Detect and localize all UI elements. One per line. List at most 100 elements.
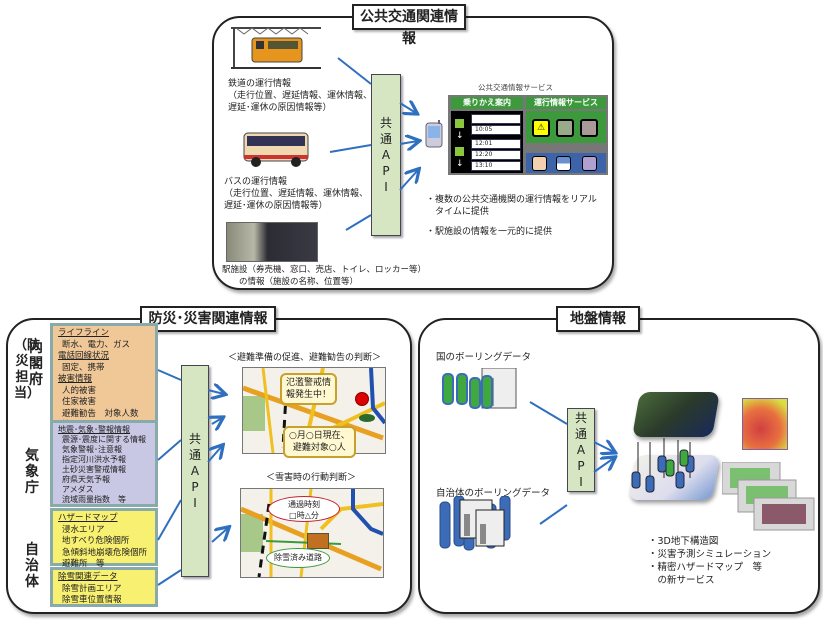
box-item: 急傾斜地崩壊危険個所 — [62, 547, 148, 558]
photo-icon — [580, 119, 598, 137]
box-heading: ライフライン — [58, 328, 110, 338]
service-title: 公共交通情報サービス — [478, 83, 553, 92]
api-char: P — [382, 164, 390, 178]
down-arrow-icon: ↓ — [456, 159, 464, 169]
disaster-api-bar: 共 通 A P I — [181, 365, 209, 577]
local-boring-label: 自治体のボーリングデータ — [436, 488, 551, 499]
disaster-title: 防災･災害関連情報 — [140, 306, 276, 332]
evacuee-icon — [359, 414, 375, 422]
down-arrow-icon: ↓ — [456, 131, 464, 141]
station-marker — [455, 119, 464, 128]
box-item: 指定河川洪水予報 — [62, 455, 126, 464]
box-heading: 電話回線状況 — [58, 351, 110, 361]
time-row: 13:10 — [471, 161, 521, 171]
box-item: 府県天気予報 — [62, 475, 110, 484]
snow-removal-box: 除雪関連データ 除雪計画エリア 除雪車位置情報 — [50, 567, 158, 607]
satellite-layer — [632, 392, 720, 437]
transport-bullet-1: ・複数の公共交通機関の運行情報をリアル タイムに提供 — [426, 195, 597, 217]
station-caption: 駅施設（券売機、窓口、売店、トイレ、ロッカー等） の情報（施設の名称、位置等） — [222, 265, 427, 287]
hazard-map-thumbnail — [742, 398, 788, 450]
rail-caption: 鉄道の運行情報 （走行位置、遅延情報、運休情報、 遅延･運休の原因情報等） — [228, 79, 373, 113]
evacuation-count-bubble: ○月○日現在、 避難対象○人 — [283, 426, 356, 458]
ground-api-bar: 共 通 A P I — [567, 408, 595, 492]
api-char: P — [191, 480, 199, 494]
station-marker — [455, 147, 464, 156]
simulation-thumbnails — [721, 461, 816, 532]
transfer-guide-header: 乗りかえ案内 — [451, 97, 523, 109]
warning-icon: ⚠ — [532, 119, 550, 137]
box-heading: 除雪関連データ — [58, 572, 118, 582]
api-char: I — [579, 475, 583, 489]
box-item: 地すべり危険個所 — [62, 536, 130, 546]
operation-info-header: 運行情報サービス — [526, 97, 606, 109]
api-char: 共 — [574, 411, 587, 425]
box-heading: ハザードマップ — [58, 513, 118, 523]
alert-marker — [355, 392, 369, 406]
map1-caption: ＜避難準備の促進、避難勧告の判断＞ — [228, 353, 382, 363]
jma-data-box: 地震･気象･警報情報 震源･震度に関する情報 気象警報･注意報 指定河川洪水予報… — [50, 420, 158, 507]
bus-image — [242, 130, 312, 170]
api-char: 通 — [188, 448, 201, 462]
api-char: A — [576, 443, 586, 457]
facility-icon — [556, 156, 571, 171]
box-heading: 被害情報 — [58, 374, 93, 384]
train-image — [226, 24, 326, 74]
ground-title: 地盤情報 — [556, 306, 640, 332]
layer-connectors — [628, 438, 718, 500]
api-char: 通 — [574, 427, 587, 441]
facility-icons — [526, 153, 606, 173]
ground-service-2: ・災害予測シミュレーション — [648, 549, 772, 560]
national-boring-data — [440, 367, 520, 413]
api-char: A — [381, 148, 391, 162]
api-char: 共 — [188, 432, 201, 446]
station-photo — [226, 222, 318, 262]
cabinet-data-box: ライフライン 断水、電力、ガス 電話回線状況 固定、携帯 被害情報 人的被害 住… — [50, 323, 158, 430]
box-item: 避難所 等 — [62, 559, 105, 569]
ground-service-4: の新サービス — [648, 575, 715, 586]
api-char: I — [384, 180, 388, 194]
box-item: 固定、携帯 — [62, 362, 105, 373]
cleared-road-bubble: 除雪済み道路 — [266, 548, 330, 568]
ground-service-3: ・精密ハザードマップ 等 — [648, 562, 763, 573]
time-row: 12:01 — [471, 139, 521, 149]
public-transport-title: 公共交通関連情報 — [352, 4, 466, 47]
time-row: 12:20 — [471, 150, 521, 160]
photo-icon — [556, 119, 574, 137]
api-char: I — [193, 496, 197, 510]
box-item: 流域雨量指数 等 — [62, 495, 126, 504]
box-item: 断水、電力、ガス — [62, 339, 131, 350]
facility-icon — [532, 156, 547, 171]
local-boring-data — [438, 495, 518, 552]
box-item: アメダス — [62, 485, 94, 494]
box-item: 除雪車位置情報 — [62, 595, 122, 605]
snowplow-icon — [307, 533, 329, 549]
agency-label-jma: 気象庁 — [25, 448, 39, 496]
box-item: 浸水エリア — [62, 524, 105, 535]
agency-label-cabinet: 内閣府 — [29, 340, 43, 388]
ground-service-1: ・3D地下構造図 — [648, 536, 719, 547]
box-item: 人的被害 — [62, 385, 97, 396]
transport-api-bar: 共 通 A P I — [371, 74, 401, 236]
transport-bullet-2: ・駅施設の情報を一元的に提供 — [426, 227, 553, 237]
bus-caption: バスの運行情報 （走行位置、遅延情報、運休情報、 遅延･運休の原因情報等） — [224, 177, 369, 211]
service-screen: 乗りかえ案内 運行情報サービス ↓ ↓ 10:05 12:01 12:20 13… — [448, 95, 608, 175]
transfer-list: ↓ ↓ 10:05 12:01 12:20 13:10 — [451, 111, 523, 173]
time-row — [471, 114, 521, 124]
agency-label-local: 自治体 — [25, 542, 39, 590]
agency-sublabel-cabinet: （防災担当） — [14, 338, 41, 401]
box-item: 除雪計画エリア — [62, 583, 122, 594]
flood-warning-bubble: 氾濫警戒情 報発生中！ — [280, 373, 338, 405]
passing-time-bubble: 通過時刻 □時△分 — [268, 496, 340, 522]
api-char: P — [577, 459, 585, 473]
api-char: 通 — [379, 132, 392, 146]
smartphone-icon — [425, 120, 443, 148]
time-row: 10:05 — [471, 125, 521, 135]
box-item: 震源･震度に関する情報 — [62, 435, 146, 444]
hazard-map-box: ハザードマップ 浸水エリア 地すべり危険個所 急傾斜地崩壊危険個所 避難所 等 — [50, 508, 158, 569]
map2-caption: ＜雪害時の行動判断＞ — [266, 473, 357, 483]
api-char: A — [190, 464, 200, 478]
operation-icons: ⚠ — [526, 111, 606, 143]
box-item: 気象警報･注意報 — [62, 445, 122, 454]
api-char: 共 — [379, 116, 392, 130]
box-item: 住家被害 — [62, 397, 97, 407]
